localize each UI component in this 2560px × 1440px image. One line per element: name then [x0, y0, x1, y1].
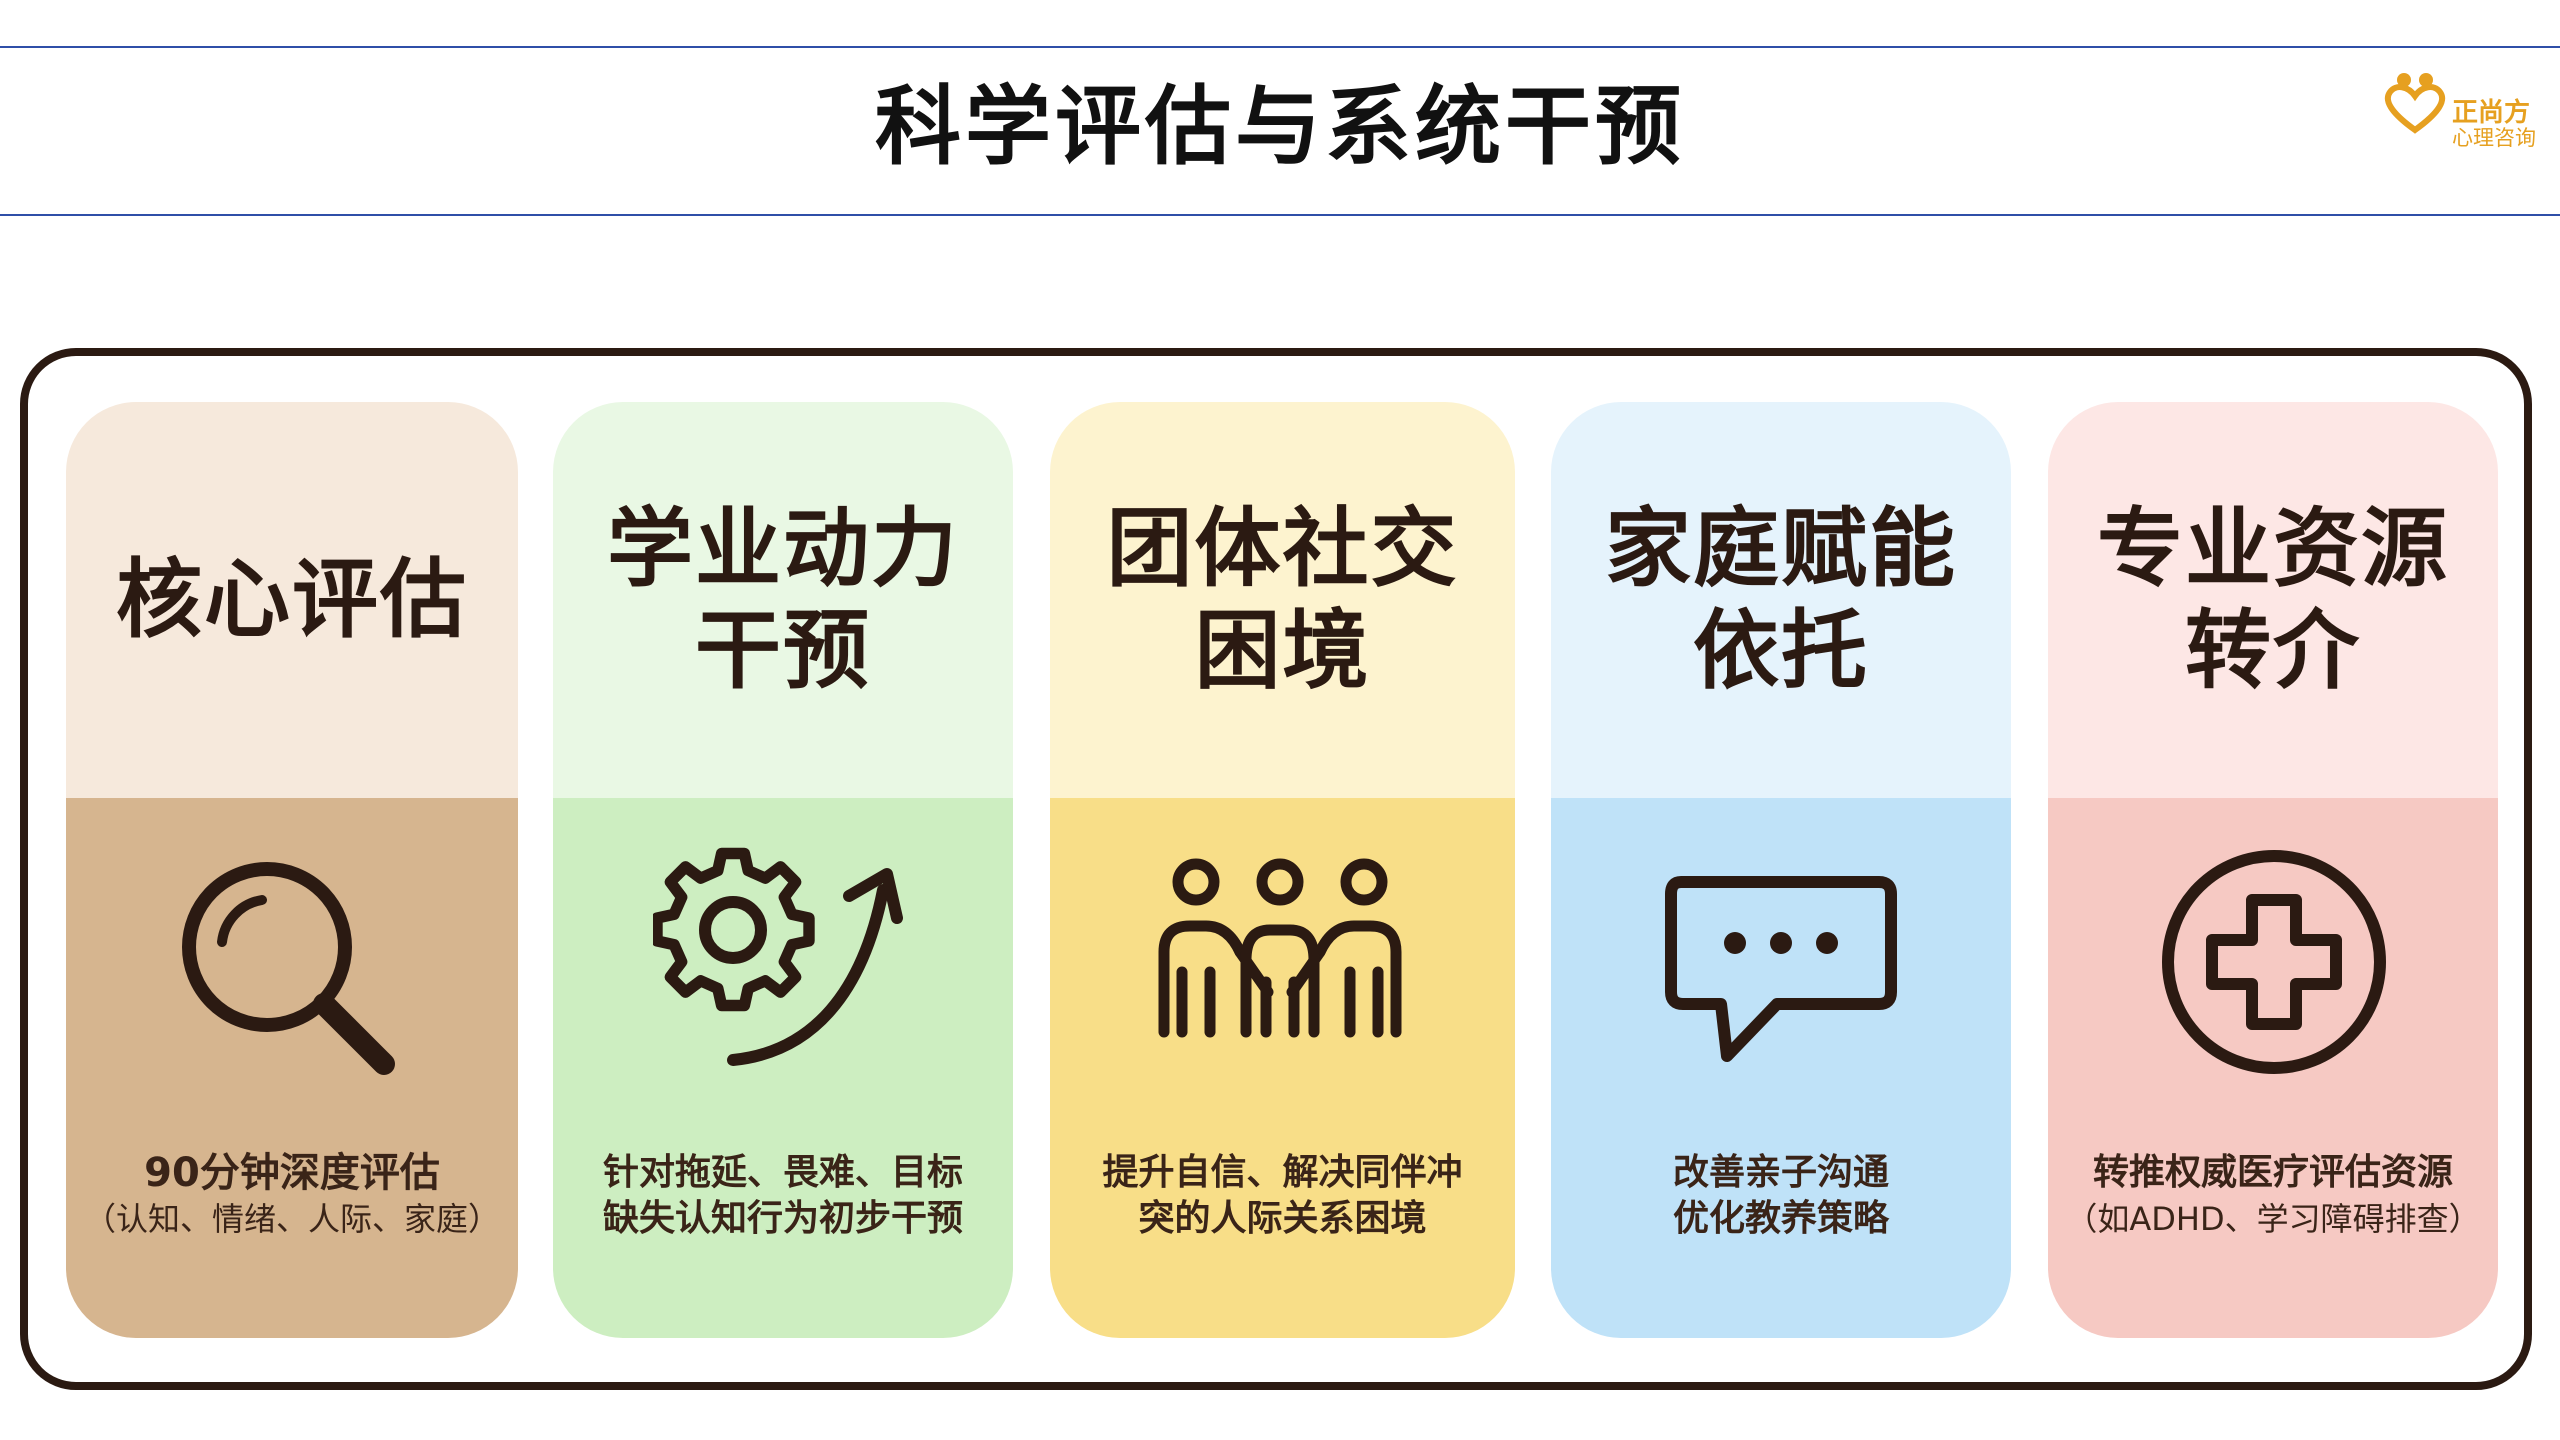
card-header: 学业动力 干预	[553, 402, 1013, 798]
logo-name: 正尚方	[2452, 98, 2531, 128]
card-core-assessment: 核心评估 90分钟深度评估 （认知、情绪、人际、家庭）	[66, 402, 518, 1338]
card-header: 团体社交 困境	[1050, 402, 1515, 798]
card-title: 家庭赋能 依托	[1605, 499, 1957, 701]
card-body: 提升自信、解决同伴冲 突的人际关系困境	[1050, 798, 1515, 1338]
logo-subtitle: 心理咨询	[2452, 126, 2536, 150]
card-description: 转推权威医疗评估资源 （如ADHD、学习障碍排查）	[2048, 1150, 2498, 1242]
magnifier-icon	[182, 862, 395, 1075]
card-title: 专业资源 转介	[2097, 499, 2449, 701]
heart-people-logo-icon	[2384, 73, 2446, 134]
card-body: 改善亲子沟通 优化教养策略	[1551, 798, 2011, 1338]
card-desc-line1: 提升自信、解决同伴冲	[1102, 1152, 1463, 1193]
page-title: 科学评估与系统干预	[875, 77, 1685, 177]
card-desc-line1: 改善亲子沟通	[1672, 1152, 1889, 1193]
card-desc-line2: 缺失认知行为初步干预	[602, 1198, 963, 1239]
gear-arrow-icon	[653, 847, 903, 1066]
card-header: 家庭赋能 依托	[1551, 402, 2011, 798]
card-academic-motivation: 学业动力 干预 针对拖延、畏难、目标 缺失认知行为初步干预	[553, 402, 1013, 1338]
card-header: 专业资源 转介	[2048, 402, 2498, 798]
card-desc-line1: 90分钟深度评估	[144, 1150, 440, 1196]
card-desc-line2: 优化教养策略	[1672, 1198, 1889, 1239]
card-desc-line2: 突的人际关系困境	[1138, 1198, 1427, 1239]
card-title: 学业动力 干预	[607, 499, 959, 701]
card-family-empowerment: 家庭赋能 依托 改善亲子沟通 优化教养策略	[1551, 402, 2011, 1338]
chat-bubble-icon	[1665, 876, 1897, 1062]
card-title: 团体社交 困境	[1106, 499, 1459, 701]
card-group-social: 团体社交 困境 提升自信、解决同伴冲 突的人际关系困境	[1050, 402, 1515, 1338]
medical-cross-icon	[2162, 850, 2386, 1074]
card-description: 改善亲子沟通 优化教养策略	[1551, 1150, 2011, 1242]
header-rule-bottom	[0, 214, 2560, 216]
card-desc-line2: （如ADHD、学习障碍排查）	[2065, 1200, 2481, 1238]
card-body: 90分钟深度评估 （认知、情绪、人际、家庭）	[66, 798, 518, 1338]
card-description: 提升自信、解决同伴冲 突的人际关系困境	[1050, 1150, 1515, 1242]
card-description: 90分钟深度评估 （认知、情绪、人际、家庭）	[66, 1150, 518, 1242]
header-rule-top	[0, 46, 2560, 48]
card-professional-referral: 专业资源 转介 转推权威医疗评估资源 （如ADHD、学习障碍排查）	[2048, 402, 2498, 1338]
brand-logo: 正尚方 心理咨询	[2380, 66, 2550, 166]
card-header: 核心评估	[66, 402, 518, 798]
people-group-icon	[1158, 858, 1402, 1038]
card-body: 转推权威医疗评估资源 （如ADHD、学习障碍排查）	[2048, 798, 2498, 1338]
card-body: 针对拖延、畏难、目标 缺失认知行为初步干预	[553, 798, 1013, 1338]
card-description: 针对拖延、畏难、目标 缺失认知行为初步干预	[553, 1150, 1013, 1242]
card-desc-line1: 转推权威医疗评估资源	[2092, 1152, 2453, 1193]
card-title: 核心评估	[116, 550, 468, 650]
card-desc-line1: 针对拖延、畏难、目标	[602, 1152, 963, 1193]
card-desc-line2: （认知、情绪、人际、家庭）	[83, 1200, 500, 1238]
